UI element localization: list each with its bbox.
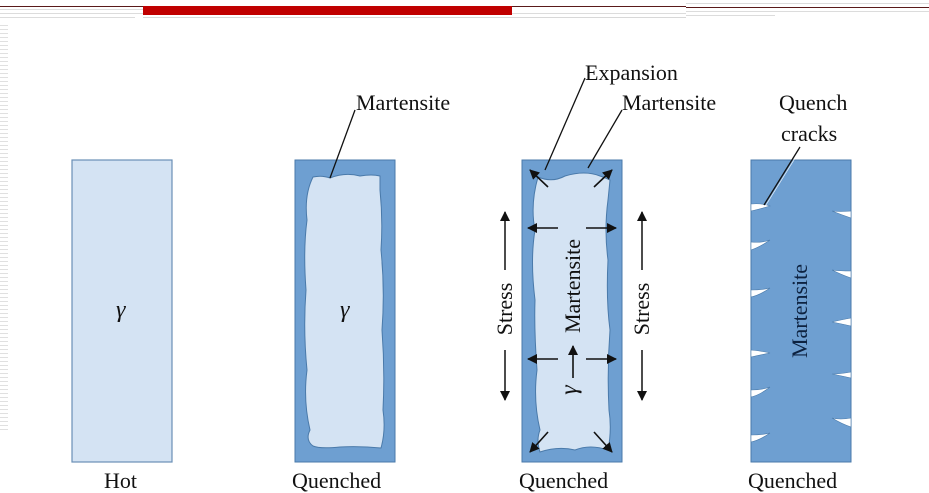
header-line-right-gray3 <box>686 15 775 16</box>
header-line-mid-gray <box>143 17 686 18</box>
panel4-quench-label: Quench <box>779 90 848 115</box>
left-edge-pattern <box>0 25 8 430</box>
hot-bar <box>71 159 173 463</box>
panel2-gamma-label: γ <box>340 297 350 323</box>
panel3-caption: Quenched <box>519 468 609 493</box>
panel4-cracks-label: cracks <box>781 121 838 146</box>
header-line-left <box>0 6 143 7</box>
header-line-mid-gray2 <box>512 13 686 14</box>
panel4-martensite-vertical-label: Martensite <box>787 263 812 359</box>
quenched-bar-core <box>304 173 385 449</box>
panel3-martensite-label: Martensite <box>622 90 717 115</box>
title-accent-bar <box>143 6 512 15</box>
header-line-right-gray <box>686 3 929 4</box>
panel2-caption: Quenched <box>292 468 382 493</box>
panel2-martensite-label: Martensite <box>356 90 451 115</box>
panel3-martensite-vertical-label: Martensite <box>560 238 585 334</box>
panel1-gamma-label: γ <box>116 297 126 323</box>
header-line-mid <box>512 6 686 7</box>
cracked-bar <box>750 159 852 463</box>
header-line-left-gray2 <box>0 13 143 14</box>
header-line-left-gray3 <box>0 17 135 18</box>
panel4-caption: Quenched <box>748 468 838 493</box>
panel3-stress-left-label: Stress <box>492 282 517 336</box>
header-line-right-gray2 <box>686 11 929 12</box>
panel3-gamma-label: γ <box>556 385 583 395</box>
header-line-right <box>686 7 929 8</box>
header-line-left-gray <box>0 9 143 10</box>
panel3-expansion-label: Expansion <box>585 60 678 85</box>
panel3-stress-right-label: Stress <box>629 282 654 336</box>
panel1-caption: Hot <box>104 468 137 493</box>
